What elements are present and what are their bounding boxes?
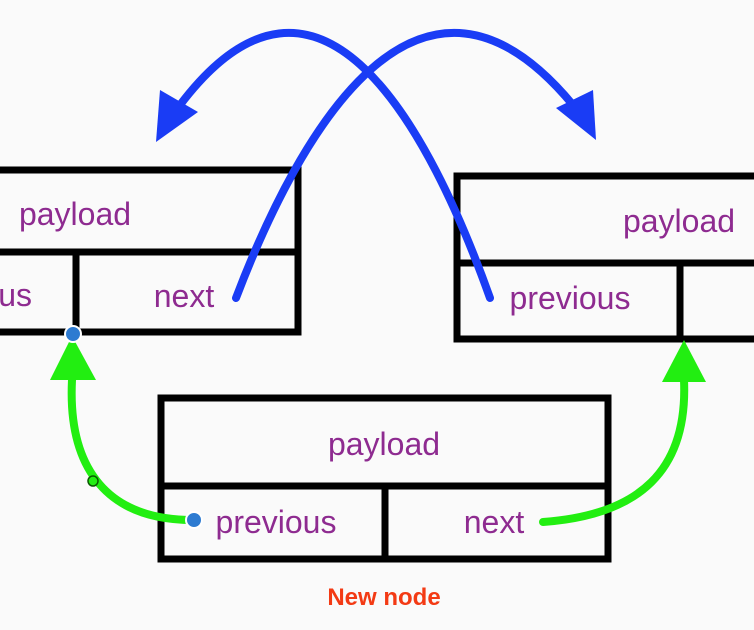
right-node-previous-label: previous (510, 280, 631, 316)
left-node-next-label: next (154, 278, 215, 314)
blue-arrowhead-right (556, 90, 596, 140)
blue-arrow-next-to-right (232, 28, 577, 302)
new-node-previous-label: previous (216, 504, 337, 540)
new-node-next-label: next (464, 504, 525, 540)
link-points (64, 325, 203, 529)
green-arrow-next-to-right (539, 376, 689, 526)
green-arrowhead-right (662, 340, 706, 382)
right-node: payload previous (453, 172, 754, 343)
new-node: payload previous next (157, 394, 612, 563)
blue-arrowhead-left (156, 90, 198, 142)
right-node-payload-label: payload (623, 203, 735, 239)
blue-arrow-previous-to-left (176, 28, 494, 302)
new-node-previous-point (185, 511, 203, 529)
left-node-payload-label: payload (19, 196, 131, 232)
green-curve-control-point (87, 475, 99, 487)
left-node-link-point (64, 325, 82, 343)
left-node: payload us next (0, 166, 302, 336)
new-node-next-cell (381, 482, 612, 563)
left-node-next-cell (72, 248, 302, 336)
green-arrowhead-left (50, 336, 96, 380)
relink-arrows (156, 28, 596, 302)
left-node-previous-label: us (0, 277, 32, 313)
new-node-payload-label: payload (328, 426, 440, 462)
right-node-next-cell (676, 259, 754, 343)
new-node-caption: New node (327, 584, 440, 611)
